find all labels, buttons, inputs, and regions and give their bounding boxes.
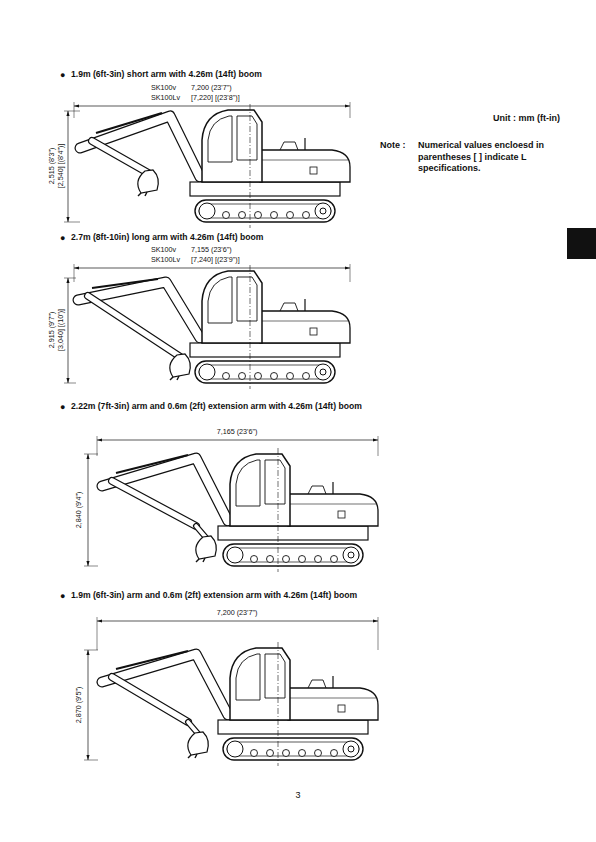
- section-heading: 2.7m (8ft-10in) long arm with 4.26m (14f…: [71, 233, 263, 243]
- dimension-value: 7,165 (23'6"): [216, 428, 259, 436]
- bullet: ●: [60, 402, 65, 412]
- height-dimension: [64, 278, 76, 383]
- dimension-value: [7,240] [(23'9")]: [190, 256, 241, 264]
- bullet: ●: [60, 591, 65, 601]
- excavator-side-view: [102, 642, 378, 766]
- dimension-value: [2,540] [(8'4")]: [57, 143, 65, 190]
- section-heading: 1.9m (6ft-3in) short arm with 4.26m (14f…: [71, 70, 262, 80]
- dimension-value: [7,220] [(23'8")]: [190, 94, 241, 102]
- height-dimension: [64, 111, 80, 222]
- dimension-value: 2,515 (8'3"): [48, 147, 56, 186]
- section-heading: 1.9m (6ft-3in) arm and 0.6m (2ft) extens…: [71, 591, 357, 601]
- excavator-side-view: [80, 104, 350, 228]
- dimension-value: 7,155 (23'6"): [190, 246, 233, 254]
- length-dimension: [97, 617, 378, 650]
- height-dimension: [84, 454, 98, 566]
- dimension-value: 2,915 (9'7"): [48, 311, 56, 350]
- dimension-value: [3,040] [(10')]: [57, 308, 65, 352]
- model-code: SK100v: [150, 246, 177, 254]
- excavator-side-view: [78, 265, 350, 389]
- dimension-value: 7,200 (23'7"): [190, 84, 233, 92]
- bullet: ●: [60, 70, 65, 80]
- excavator-side-view: [102, 448, 378, 572]
- dimension-value: 2,840 (9'4"): [75, 491, 83, 530]
- model-code: SK100Lv: [150, 256, 181, 264]
- bullet: ●: [60, 233, 65, 243]
- note-heading: Note :: [380, 140, 406, 150]
- length-dimension: [74, 264, 350, 282]
- model-code: SK100Lv: [150, 94, 181, 102]
- dimension-value: 2,870 (9'5"): [75, 686, 83, 725]
- length-dimension: [97, 436, 378, 456]
- length-dimension: [74, 102, 350, 118]
- section-tab: [567, 228, 596, 259]
- page-number: 3: [295, 790, 300, 800]
- unit-note: Unit : mm (ft-in): [493, 113, 560, 123]
- model-code: SK100v: [150, 84, 177, 92]
- height-dimension: [84, 650, 98, 760]
- note-text: Numerical values encloesd in parentheses…: [418, 140, 568, 175]
- dimension-value: 7,200 (23'7"): [216, 609, 259, 617]
- section-heading: 2.22m (7ft-3in) arm and 0.6m (2ft) exten…: [71, 402, 362, 412]
